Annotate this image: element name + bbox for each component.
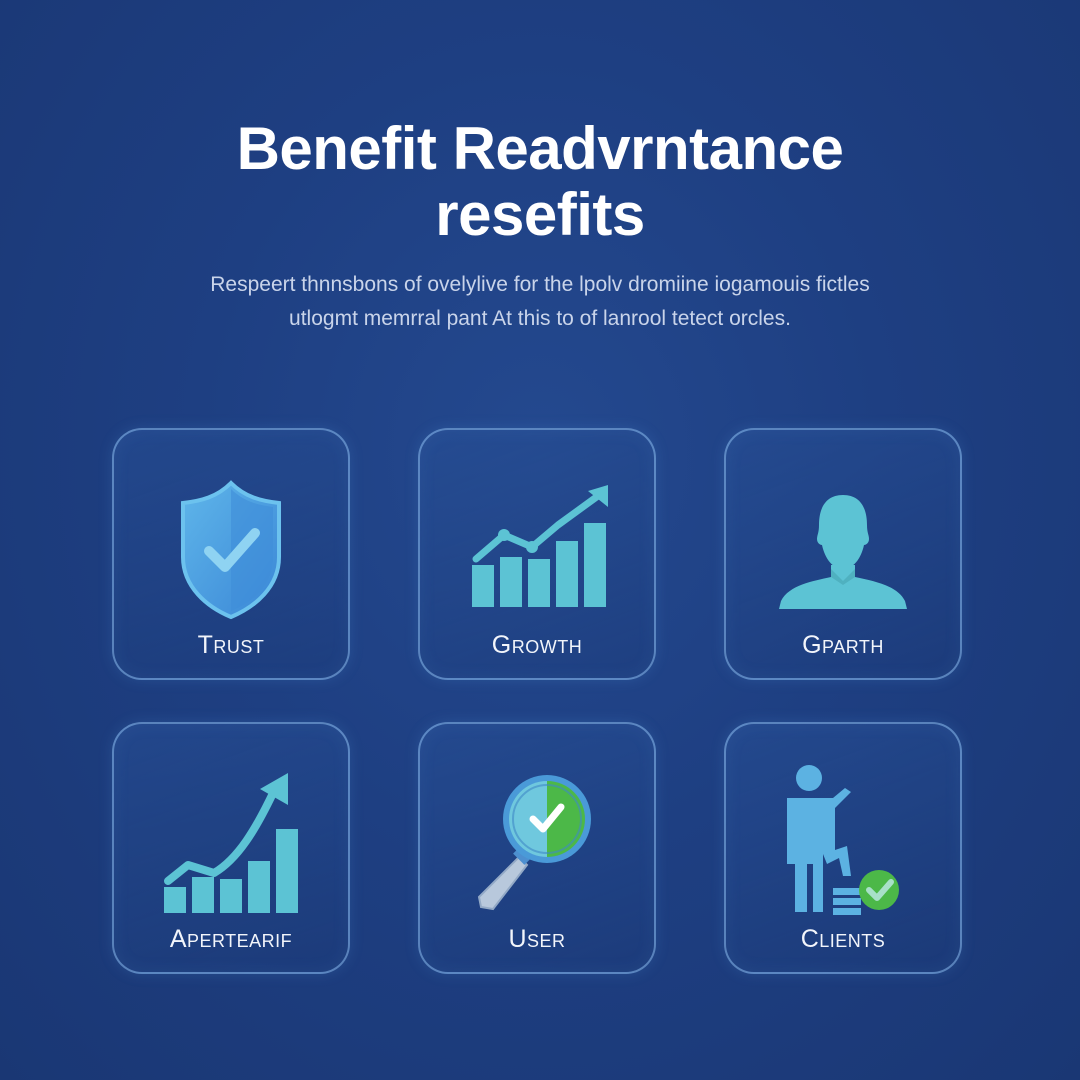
subtitle-line-2: utlogmt memrral pant At this to of lanro…	[289, 307, 791, 330]
benefit-card-label: Gparth	[802, 631, 884, 659]
benefit-card-growth[interactable]: Growth	[418, 428, 656, 680]
benefit-card-clients[interactable]: Clients	[724, 722, 962, 974]
title-line-2: resefits	[435, 181, 645, 248]
person-bust-icon	[726, 470, 960, 630]
trend-up-chart-icon	[114, 764, 348, 924]
person-step-check-icon	[726, 764, 960, 924]
benefit-card-trust[interactable]: Trust	[112, 428, 350, 680]
benefit-card-label: User	[508, 925, 566, 953]
benefit-card-label: Trust	[197, 631, 265, 659]
benefit-card-apertearif[interactable]: Apertearif	[112, 722, 350, 974]
page-subtitle: Respeert thnnsbons of ovelylive for the …	[0, 268, 1080, 336]
page-title: Benefit Readvrntance resefits	[0, 116, 1080, 248]
magnifier-check-icon	[420, 764, 654, 924]
title-line-1: Benefit Readvrntance	[236, 115, 844, 182]
benefit-card-gparth[interactable]: Gparth	[724, 428, 962, 680]
benefit-card-label: Clients	[800, 925, 886, 953]
benefit-card-user[interactable]: User	[418, 722, 656, 974]
shield-check-icon	[114, 470, 348, 630]
benefit-card-label: Apertearif	[169, 925, 293, 953]
growth-chart-icon	[420, 470, 654, 630]
subtitle-line-1: Respeert thnnsbons of ovelylive for the …	[210, 273, 870, 296]
benefit-card-label: Growth	[491, 631, 583, 659]
